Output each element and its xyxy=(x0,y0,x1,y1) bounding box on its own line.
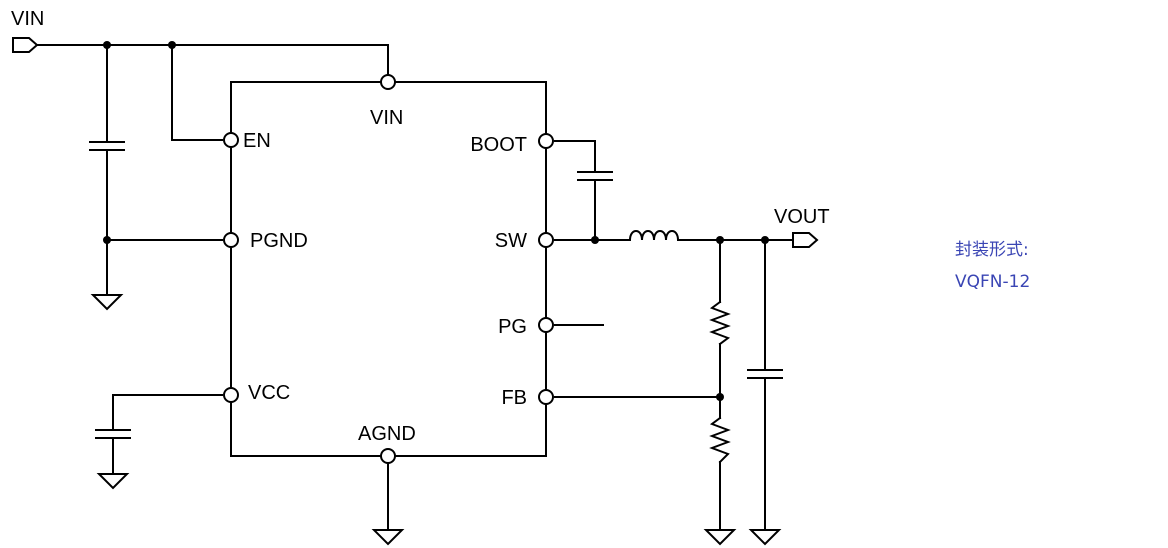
pin-label-agnd: AGND xyxy=(358,423,416,445)
vin-input-port xyxy=(12,37,39,53)
vin-capacitor xyxy=(89,141,125,151)
pin-label-pg: PG xyxy=(498,316,527,338)
pin-en xyxy=(223,132,239,148)
en-wire xyxy=(171,44,223,141)
package-value: VQFN-12 xyxy=(955,272,1031,292)
resistor-top xyxy=(709,300,731,346)
junction-dot xyxy=(591,236,599,244)
net-label-vin: VIN xyxy=(11,8,44,30)
pin-label-vcc: VCC xyxy=(248,382,290,404)
vin-bus-wire xyxy=(36,44,389,75)
package-label: 封装形式: xyxy=(955,240,1029,260)
pin-pg xyxy=(538,317,554,333)
boot-capacitor xyxy=(577,171,613,181)
ground-symbol-2 xyxy=(96,473,130,490)
pin-vin xyxy=(380,74,396,90)
pin-label-pgnd: PGND xyxy=(250,230,308,252)
resistor-bottom xyxy=(709,416,731,464)
boot-wire xyxy=(554,140,596,241)
junction-dot xyxy=(103,236,111,244)
pin-agnd xyxy=(380,448,396,464)
junction-dot xyxy=(168,41,176,49)
pin-label-boot: BOOT xyxy=(470,134,527,156)
pin-vcc xyxy=(223,387,239,403)
pin-pgnd xyxy=(223,232,239,248)
pin-label-fb: FB xyxy=(501,387,527,409)
net-label-vout: VOUT xyxy=(774,206,830,228)
pin-fb xyxy=(538,389,554,405)
vout-output-port xyxy=(792,232,819,248)
pin-boot xyxy=(538,133,554,149)
junction-dot xyxy=(716,236,724,244)
pin-label-vin: VIN xyxy=(370,107,403,129)
vcc-wire xyxy=(112,394,223,475)
ground-symbol-4 xyxy=(703,529,737,546)
vcc-capacitor xyxy=(95,429,131,439)
ground-symbol-5 xyxy=(748,529,782,546)
pin-label-sw: SW xyxy=(495,230,527,252)
pin-label-en: EN xyxy=(243,130,271,152)
inductor xyxy=(628,230,680,242)
ground-symbol-1 xyxy=(90,294,124,311)
junction-dot xyxy=(761,236,769,244)
junction-dot xyxy=(716,393,724,401)
output-capacitor xyxy=(747,369,783,379)
ground-symbol-3 xyxy=(371,529,405,546)
junction-dot xyxy=(103,41,111,49)
pin-sw xyxy=(538,232,554,248)
